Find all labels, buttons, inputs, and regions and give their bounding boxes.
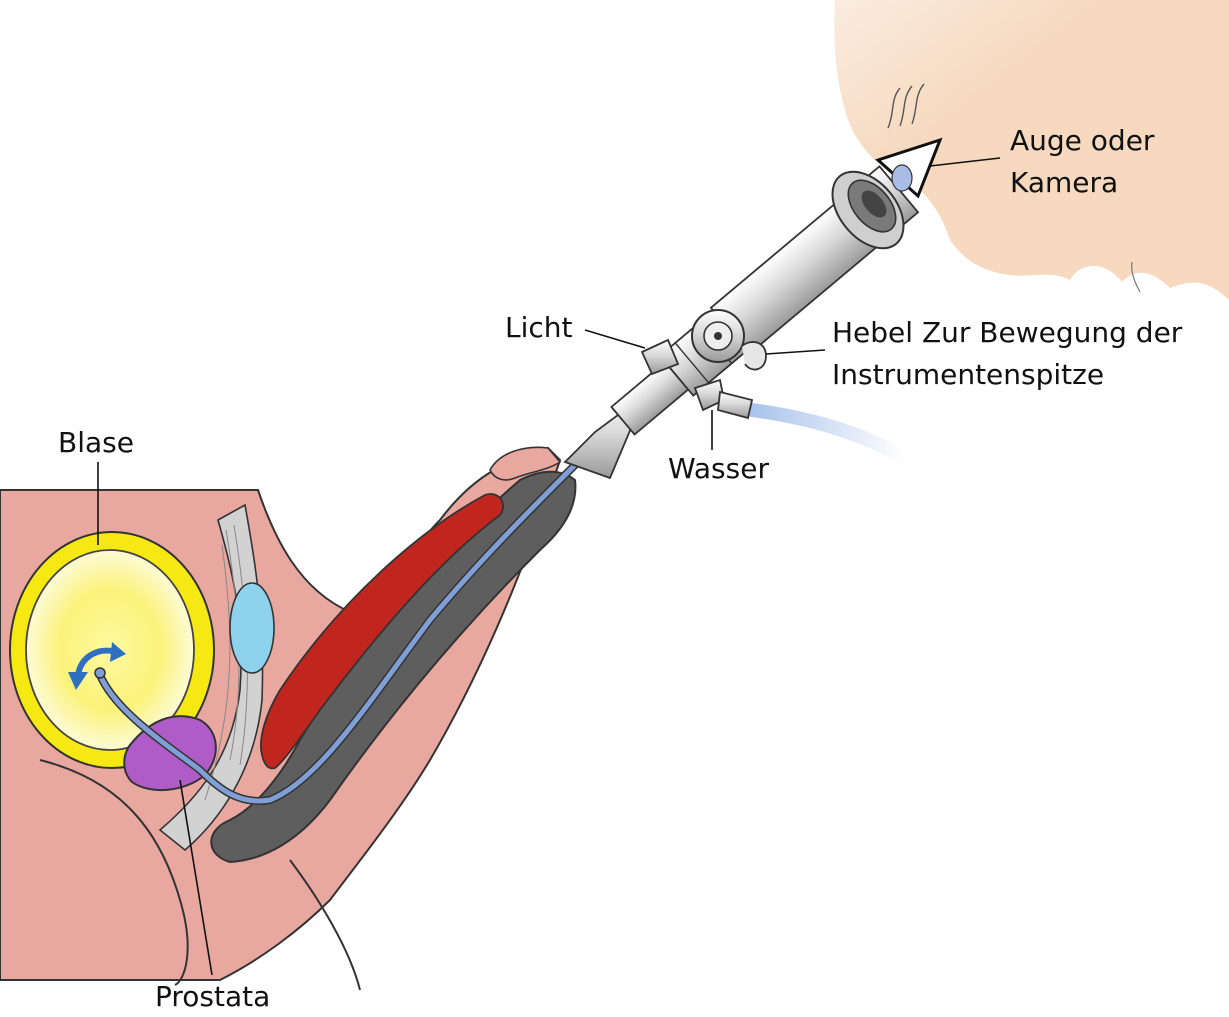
cystoscope-flexible-tube-fill (97, 459, 581, 804)
control-wheel (691, 309, 745, 363)
water-port (693, 378, 754, 420)
eyebrow (887, 83, 925, 129)
scope-eyepiece (831, 170, 905, 250)
label-water: Wasser (668, 452, 769, 485)
seminal-vesicle (229, 582, 275, 674)
label-lever-line2: Instrumentenspitze (832, 358, 1104, 391)
corpus-cavernosum (260, 493, 505, 770)
light-port (640, 338, 680, 376)
tip-lever (741, 341, 767, 371)
water-hose (745, 403, 912, 465)
curved-arrow-icon (68, 642, 126, 690)
thigh-curve (39, 759, 189, 986)
leader-prostate (179, 779, 213, 976)
glans-skin (489, 446, 562, 481)
eye-icon (875, 137, 943, 199)
scrotum-curve (289, 859, 361, 991)
instrument-tip (94, 667, 106, 679)
leader-eye (929, 157, 1001, 167)
label-light: Licht (505, 311, 573, 344)
label-lever-line1: Hebel Zur Bewegung der (832, 316, 1183, 349)
observer-face (834, 0, 1229, 300)
leader-light (584, 329, 646, 349)
leader-lever (765, 349, 826, 355)
label-prostate: Prostata (155, 980, 270, 1013)
mouth-line (1131, 261, 1141, 293)
label-eye-line2: Kamera (1010, 166, 1118, 199)
label-bladder: Blase (58, 426, 134, 459)
label-eye-line1: Auge oder (1010, 124, 1155, 157)
